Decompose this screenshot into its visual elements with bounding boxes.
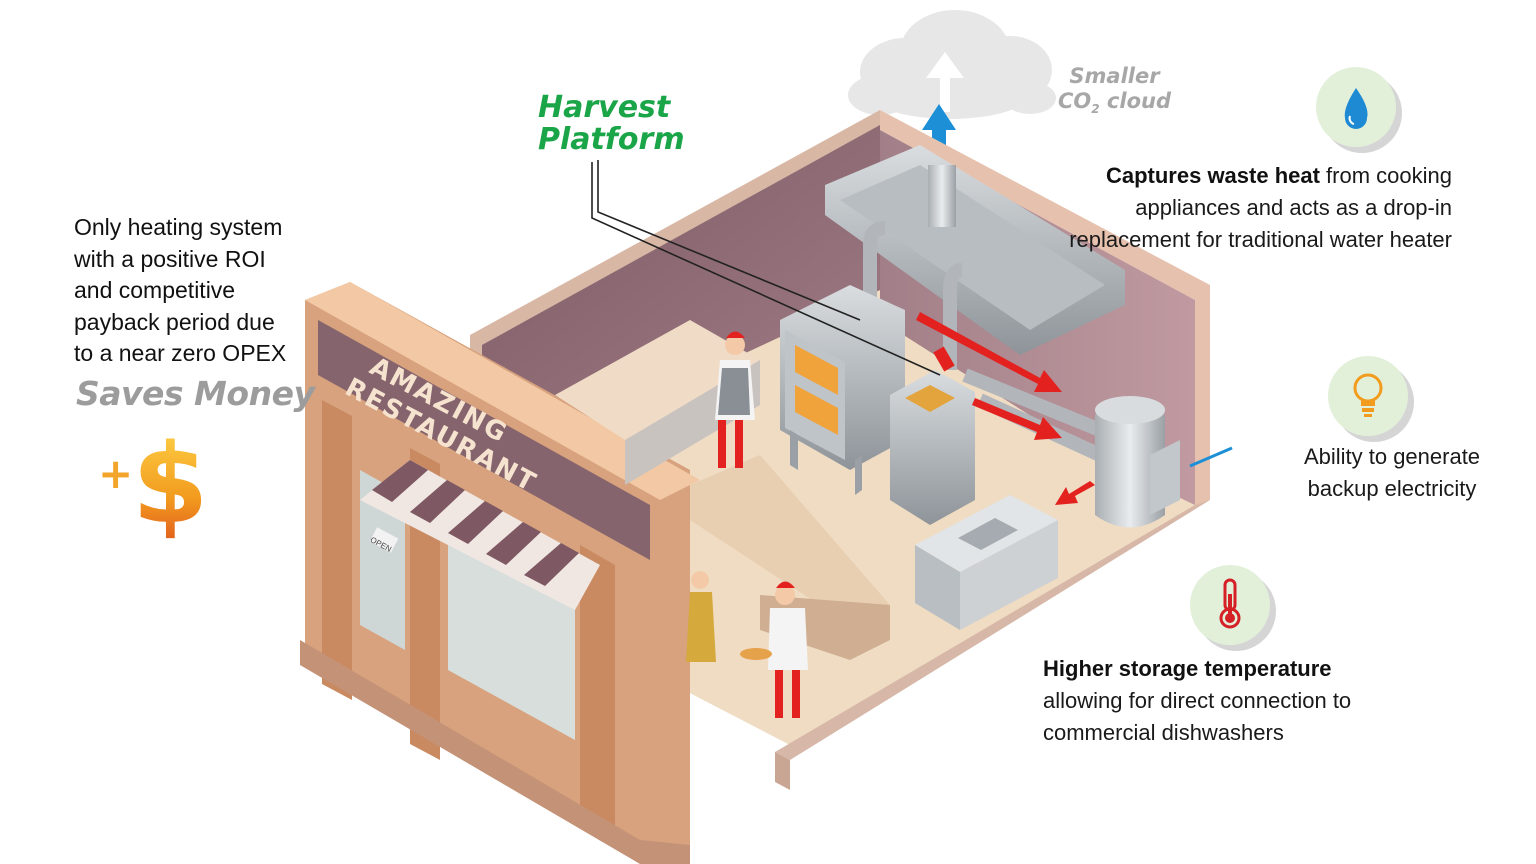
water-drop-icon [1316,67,1402,153]
cloud-line-1: Smaller [1069,64,1160,88]
sink-counter [915,495,1058,630]
roi-line-5: to a near zero OPEX [74,340,287,366]
cloud-line-2: CO2 cloud [1058,89,1171,117]
exhaust-hood [825,145,1125,355]
storefront: AMAZING RESTAURANT OPEN [300,282,700,864]
chef-front [740,581,808,718]
storage-temperature-rest: allowing for direct connection to commer… [1043,688,1352,745]
roi-line-4: payback period due [74,308,275,335]
backup-electricity-feature: Ability to generate backup electricity [1303,444,1481,501]
co2-cloud-label: Smaller CO2 cloud [1058,64,1171,122]
cold-water-arrow [1189,446,1233,468]
svg-text:$: $ [132,420,209,548]
fryer [890,370,975,525]
saves-money-label: Saves Money [76,374,315,413]
deck-oven [780,285,905,495]
svg-text:+: + [98,449,133,498]
thermometer-icon [1190,565,1276,651]
water-heater [1095,396,1180,528]
storage-temperature-feature: Higher storage temperature allowing for … [1043,653,1403,749]
chef-back [715,331,755,468]
front-counter [690,455,890,625]
customer [686,571,716,662]
waste-heat-bold: Captures waste heat [1105,163,1320,188]
roi-line-2: with a positive ROI [74,245,266,272]
roi-line-1: Only heating system [74,214,283,240]
back-wall-left-inner [482,125,880,440]
lightbulb-icon [1328,356,1414,442]
dollar-icon: $ + [98,420,209,548]
waste-heat-feature: Captures waste heat from cooking applian… [1032,160,1452,256]
roi-description: Only heating system with a positive ROI … [74,212,314,370]
storage-temperature-bold: Higher storage temperature [1043,656,1332,681]
harvest-line-1: Harvest [538,90,671,125]
harvest-pointer-lines [591,160,941,376]
heat-flow-arrows [916,312,1095,505]
harvest-line-2: Platform [538,122,685,157]
co2-cloud [848,10,1056,119]
waste-heat-rest: from cooking appliances and acts as a dr… [1069,163,1452,252]
roi-line-3: and competitive [74,277,236,303]
harvest-platform-label: Harvest Platform [538,92,685,156]
